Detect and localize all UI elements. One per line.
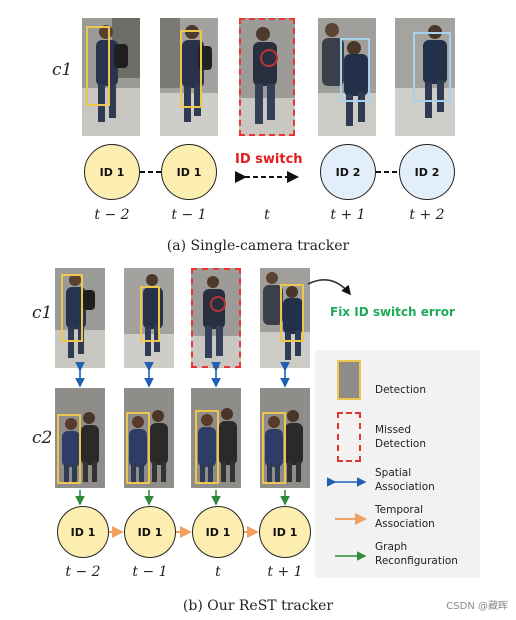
frame-photo-b-c2-1 xyxy=(55,388,105,488)
id-circle-a5: ID 2 xyxy=(399,144,455,200)
id-circle-a4: ID 2 xyxy=(320,144,376,200)
time-label-a5: t + 2 xyxy=(409,207,445,223)
graph-arrows xyxy=(75,490,290,506)
legend-spatial-label-2: Association xyxy=(375,481,435,493)
detection-box xyxy=(340,38,370,102)
time-label-a1: t − 2 xyxy=(94,207,130,223)
time-label-b4: t + 1 xyxy=(267,564,303,580)
time-label-b3: t xyxy=(215,564,221,580)
missed-detection-swatch xyxy=(337,412,361,462)
legend-missed-label-1: Missed xyxy=(375,424,412,436)
frame-photo-a1 xyxy=(82,18,140,136)
id-circle-b2: ID 1 xyxy=(124,506,176,558)
frame-photo-b-c1-4 xyxy=(260,268,310,368)
detection-box xyxy=(280,284,304,342)
frame-photo-b-c2-3 xyxy=(191,388,241,488)
legend-missed-label-2: Detection xyxy=(375,438,427,450)
detection-box xyxy=(126,412,150,484)
id-circle-b1: ID 1 xyxy=(57,506,109,558)
fix-pointer-arrow xyxy=(307,278,352,296)
time-label-a3: t xyxy=(264,207,270,223)
detection-box xyxy=(413,32,451,102)
detection-box xyxy=(180,30,202,108)
id-circle-b4: ID 1 xyxy=(259,506,311,558)
caption-b: (b) Our ReST tracker xyxy=(182,598,334,614)
frame-photo-a4 xyxy=(318,18,376,136)
id-circle-a1: ID 1 xyxy=(84,144,140,200)
id-switch-label: ID switch xyxy=(235,152,303,167)
frame-photo-b-c1-2 xyxy=(124,268,174,368)
frame-photo-a3 xyxy=(239,18,295,136)
frame-photo-b-c1-1 xyxy=(55,268,105,368)
time-label-b1: t − 2 xyxy=(65,564,101,580)
pedestrian-image xyxy=(239,18,295,136)
pedestrian-image xyxy=(82,18,140,136)
caption-a: (a) Single-camera tracker xyxy=(166,238,350,254)
detection-box xyxy=(57,414,81,484)
detection-swatch xyxy=(337,360,361,400)
pedestrian-image xyxy=(191,388,241,488)
detection-box xyxy=(140,286,160,342)
pedestrian-image xyxy=(260,388,310,488)
legend-graph-label-1: Graph xyxy=(375,541,408,553)
legend-temporal-label-2: Association xyxy=(375,518,435,530)
legend-panel: Detection Missed Detection Spatial Assoc… xyxy=(315,350,480,578)
spatial-arrows xyxy=(75,362,290,388)
frame-photo-a5 xyxy=(395,18,455,136)
frame-photo-b-c2-2 xyxy=(124,388,174,488)
camera-label-c2-b: c2 xyxy=(32,428,53,448)
pedestrian-image xyxy=(55,268,105,368)
detection-box xyxy=(61,274,83,342)
legend-detection-label: Detection xyxy=(375,384,427,396)
detection-box xyxy=(262,412,286,484)
time-label-a2: t − 1 xyxy=(171,207,207,223)
frame-photo-b-c2-4 xyxy=(260,388,310,488)
time-label-b2: t − 1 xyxy=(132,564,168,580)
detection-box xyxy=(195,410,219,484)
time-label-a4: t + 1 xyxy=(330,207,366,223)
camera-label-c1-a: c1 xyxy=(52,60,73,80)
detection-box xyxy=(86,26,110,106)
legend-spatial-label-1: Spatial xyxy=(375,467,412,479)
legend-graph-label-2: Reconfiguration xyxy=(375,555,458,567)
watermark: CSDN @藏晖 xyxy=(446,601,508,612)
missed-detection-box xyxy=(239,18,295,136)
pedestrian-image xyxy=(395,18,455,136)
id-circle-a2: ID 1 xyxy=(161,144,217,200)
legend-temporal-label-1: Temporal xyxy=(375,504,424,516)
id-circle-b3: ID 1 xyxy=(192,506,244,558)
fix-id-switch-label: Fix ID switch error xyxy=(330,305,455,319)
frame-photo-a2 xyxy=(160,18,218,136)
pedestrian-image xyxy=(318,18,376,136)
camera-label-c1-b: c1 xyxy=(32,303,53,323)
